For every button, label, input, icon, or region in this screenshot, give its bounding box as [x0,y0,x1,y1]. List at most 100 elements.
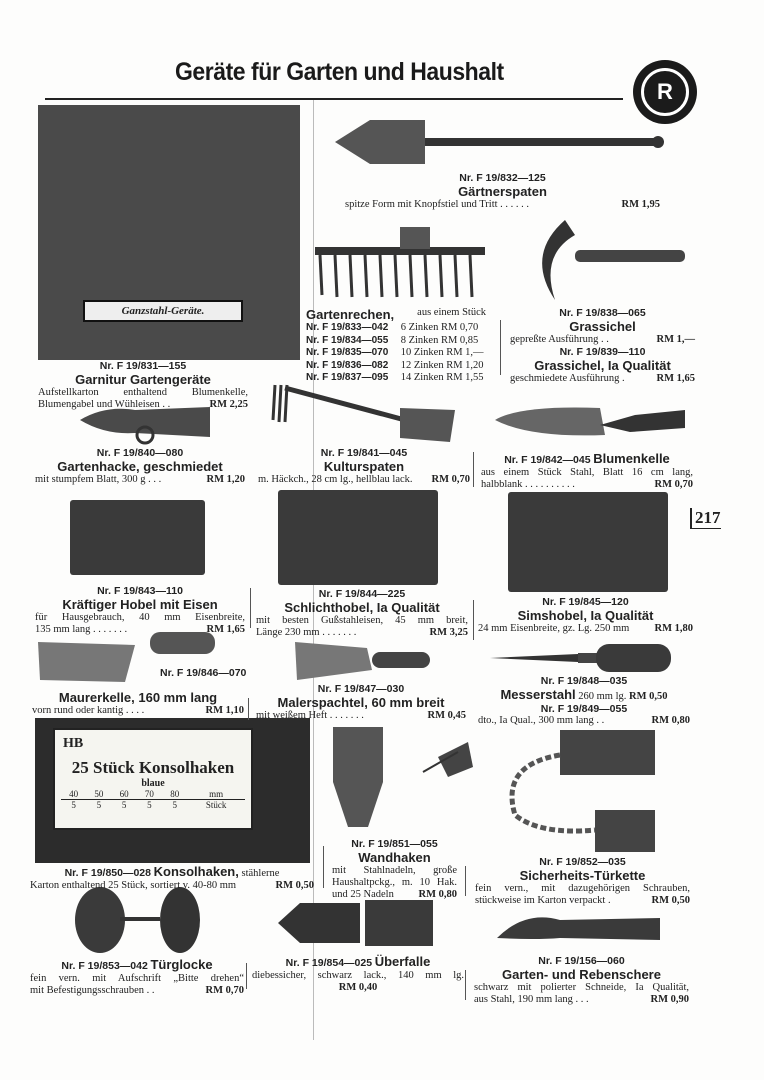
item-desc: aus Stahl, 190 mm lang . . . [474,994,589,1005]
item-price: RM 2,25 [209,399,249,410]
page-number: 217 [690,508,721,529]
item-desc: Länge 230 mm . . . . . . . [256,627,357,638]
rake-price-list: Nr. F 19/833—042 6 Zinken RM 0,70 Nr. F 1… [306,322,486,385]
item-variant: 6 Zinken RM 0,70 [400,322,479,333]
divider [250,588,251,628]
logo-mark: R [641,68,689,116]
brand-logo: R [633,60,697,124]
page-title: Geräte für Garten und Haushalt [175,58,504,86]
item-desc: für Hausgebrauch, 40 mm Eisenbreite, [35,612,245,623]
item-price: RM 1,20 [206,474,246,485]
item-desc: mit stumpfem Blatt, 300 g . . . [35,474,162,485]
count: 5 [96,800,102,810]
item-price: RM 3,25 [429,627,469,638]
item-title: Maurerkelle, 160 mm lang [58,690,218,705]
item-desc: Haushaltpckg., m. 10 Hak. [332,877,457,888]
item-desc: schwarz mit polierter Schneide, Ia Quali… [474,982,689,993]
count: 5 [121,800,127,810]
size-unit: mm [187,789,245,800]
item-desc: 135 mm lang . . . . . . . [35,624,128,635]
item-desc: mit besten Gußstahleisen, 45 mm breit, [256,615,468,626]
item-variant: 8 Zinken RM 0,85 [400,334,479,346]
item-number: Nr. F 19/849—055 [540,703,628,715]
item-title: Garnitur Gartengeräte [75,372,211,387]
item-price: RM 0,80 [651,715,691,726]
rake-image [315,227,485,298]
item-price: RM 0,40 [338,982,378,993]
count-unit: Stück [205,800,227,810]
product-842-045: Nr. F 19/842—045 Blumenkelle aus einem S… [481,451,693,491]
item-price: RM 0,70 [654,479,694,490]
item-desc: spitze Form mit Knopfstiel und Tritt . .… [345,199,530,210]
divider [465,866,466,896]
item-price: RM 1,80 [654,623,694,634]
item-desc: aus einem Stück Stahl, Blatt 16 cm lang, [481,467,693,478]
item-number: Nr. F 19/851—055 [351,838,438,850]
item-number: Nr. F 19/850—028 [64,867,151,879]
door-bell-image [75,887,200,953]
item-number: Nr. F 19/834—055 [306,334,389,346]
item-number: Nr. F 19/854—025 [285,957,373,969]
divider [473,452,474,487]
item-desc: m. Häckch., 28 cm lg., hellblau lack. [258,474,413,485]
item-price: RM 1,— [656,334,696,345]
item-number: Nr. F 19/835—070 [306,347,389,358]
divider [500,320,501,375]
item-title: Kulturspaten [323,459,405,474]
item-title: Simshobel, Ia Qualität [517,608,654,623]
title-rule [45,98,623,100]
item-number: Nr. F 19/842—045 [504,454,591,466]
product-848-849: Nr. F 19/848—035 Messerstahl 260 mm lg. … [478,675,690,727]
item-title: Kräftiger Hobel mit Eisen [62,597,218,612]
item-desc: dto., Ia Qual., 300 mm lang . . [478,715,605,726]
item-title: Überfalle [374,954,431,969]
count: 5 [147,800,152,810]
item-price: RM 0,50 [275,880,315,891]
item-variant: 10 Zinken RM 1,— [400,347,484,358]
product-847-030: Nr. F 19/847—030 Malerspachtel, 60 mm br… [256,683,466,722]
item-title: Grassichel, Ia Qualität [534,358,671,373]
size: 50 [86,789,112,800]
putty-knife-image [295,642,430,680]
item-desc: geschmiedete Ausführung . [510,373,625,384]
item-desc: 260 mm lg. [578,691,627,702]
item-number: Nr. F 19/833—042 [306,322,389,333]
sharpening-steel-image [490,644,671,672]
item-number: Nr. F 19/831—155 [99,360,187,372]
item-title: Gartenrechen, [306,307,395,322]
hb-brand-mark: HB [63,736,84,751]
item-desc: halbblank . . . . . . . . . . [481,479,575,490]
cultivator-spade-image [271,384,455,442]
garden-set-box-label: Ganzstahl-Geräte. [83,300,243,322]
sickle-image [542,220,685,300]
item-title: Türglocke [150,957,213,972]
product-850-028: Nr. F 19/850—028 Konsolhaken, stählerne … [30,864,314,892]
door-chain-image [509,730,655,852]
item-title: Garten- und Rebenschere [502,967,661,982]
product-851-055: Nr. F 19/851—055 Wandhaken mit Stahlnade… [332,838,457,901]
item-desc: diebessicher, schwarz lack., 140 mm lg. [252,970,464,981]
item-price: RM 0,80 [418,889,458,900]
product-854-025: Nr. F 19/854—025 Überfalle diebessicher,… [252,954,464,994]
item-price: RM 1,65 [656,373,696,384]
spade-image [335,120,664,164]
item-desc: Aufstellkarton enthaltend Blumenkelle, [38,387,248,398]
trowel-image [495,407,685,436]
item-title: Gartenhacke, geschmiedet [57,459,223,474]
item-variant: 12 Zinken RM 1,20 [400,359,484,371]
item-title: Wandhaken [358,850,431,865]
item-price: RM 0,50 [651,895,691,906]
item-price: RM 0,70 [205,985,245,996]
masons-trowel-image [38,632,215,682]
item-desc: vorn rund oder kantig . . . . [32,705,145,716]
item-number: Nr. F 19/852—035 [539,856,626,868]
item-desc: mit Stahlnadeln, große [332,865,457,876]
item-desc: fein vern. mit Aufschrift „Bitte drehen“ [30,973,244,984]
product-840-080: Nr. F 19/840—080 Gartenhacke, geschmiede… [35,447,245,486]
item-desc: gepreßte Ausführung . . [510,334,609,345]
item-number: Nr. F 19/832—125 [459,172,546,184]
size: 40 [61,789,87,800]
divider [473,600,474,640]
